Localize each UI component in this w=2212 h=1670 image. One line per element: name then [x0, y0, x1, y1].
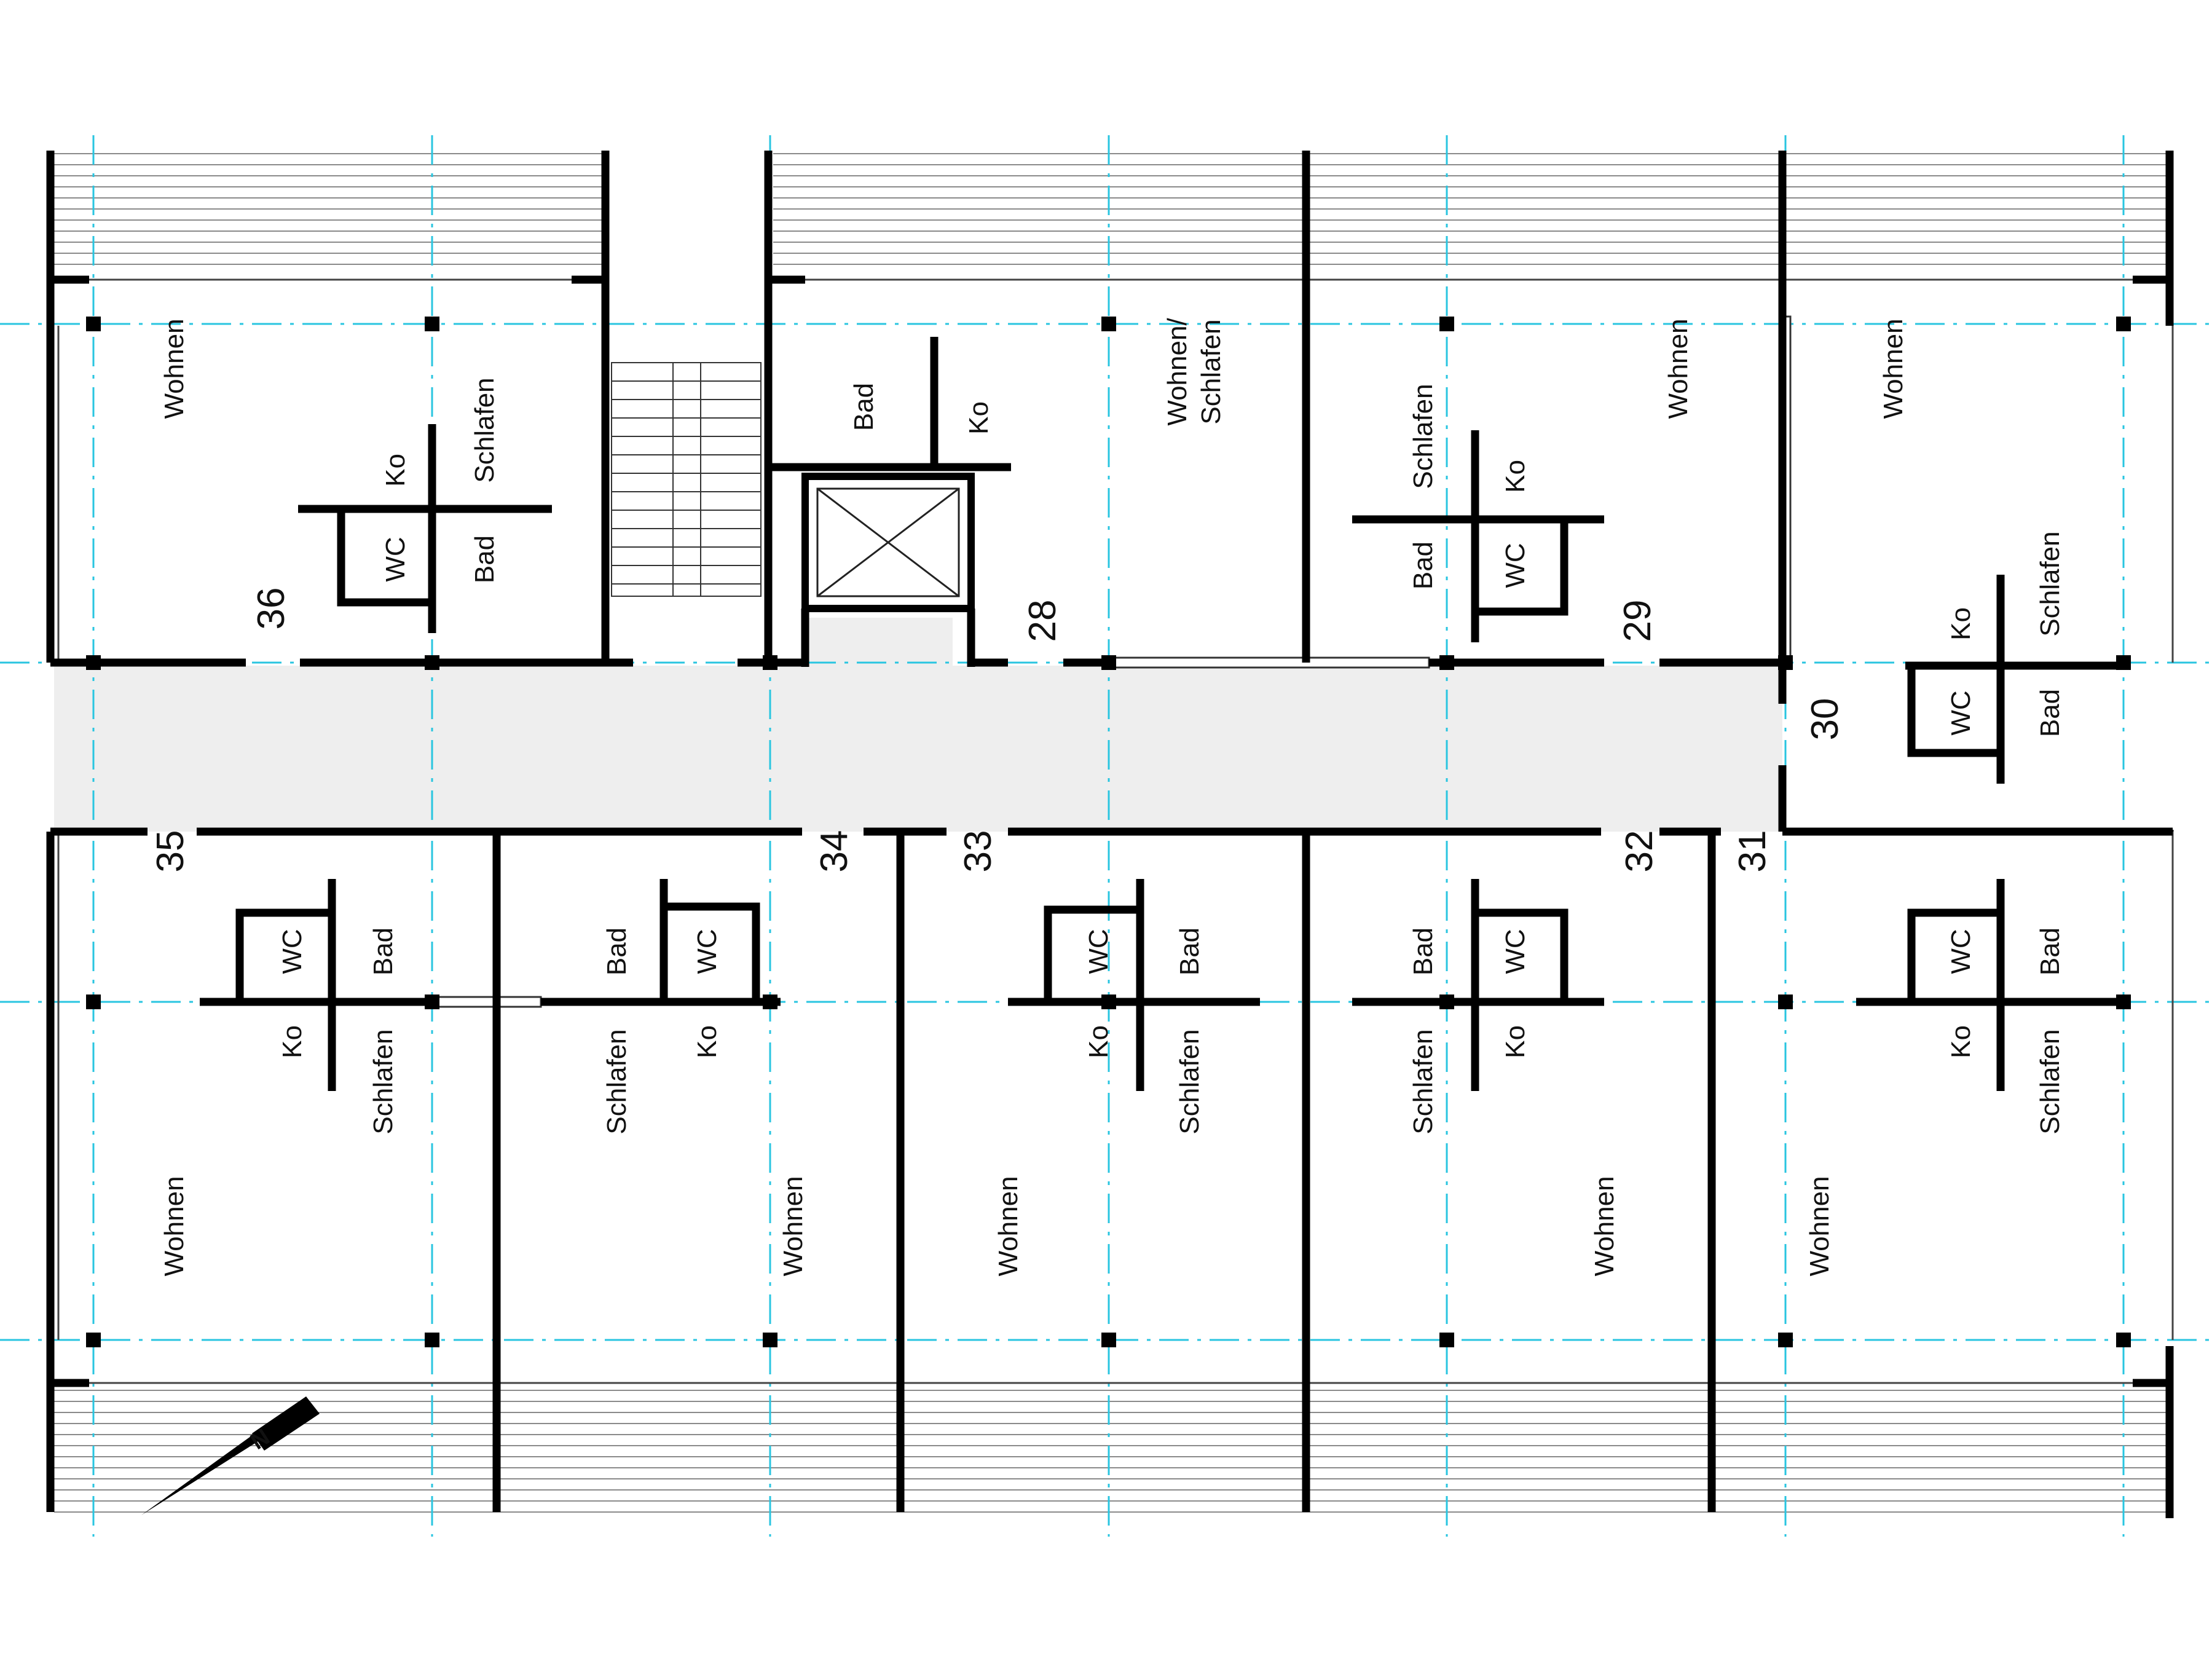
- room-label-wohnen: Wohnen: [1589, 1176, 1620, 1276]
- corridor: [54, 666, 1782, 832]
- room-label-bad: Bad: [1175, 928, 1205, 975]
- elevator-shaft: [801, 473, 975, 612]
- north-arrow: N: [141, 1396, 320, 1515]
- room-label-wohnen: Wohnen: [1805, 1176, 1835, 1276]
- room-label-ko: Ko: [277, 1025, 307, 1058]
- room-label-wohnen: Wohnen: [159, 1176, 189, 1276]
- room-label-wohnen: Wohnen: [159, 318, 189, 419]
- room-label-wc: WC: [1946, 690, 1976, 735]
- room-label-ko: Ko: [1500, 1025, 1530, 1058]
- room-label-ko: Ko: [1946, 1025, 1976, 1058]
- room-label-bad: Bad: [368, 928, 398, 975]
- room-label-bad: Bad: [849, 383, 879, 431]
- apt-28-number: 28: [1021, 600, 1064, 642]
- room-label-wohnen: Wohnen: [778, 1176, 808, 1276]
- apt-30-number: 30: [1804, 698, 1846, 741]
- room-label-bad: Bad: [602, 928, 632, 975]
- room-label-bad: Bad: [470, 535, 500, 583]
- room-label-schlafen: Schlafen: [1175, 1029, 1205, 1134]
- room-label-schlafen: Schlafen: [1408, 384, 1438, 489]
- room-label-bad: Bad: [1408, 542, 1438, 589]
- room-label-ko: Ko: [1946, 607, 1976, 640]
- room-label-bad: Bad: [2035, 928, 2065, 975]
- apartment-numbers: 36 28 29 30 35 34 33 32 31: [149, 588, 1846, 873]
- balconies: [54, 153, 2167, 1513]
- walls: [46, 151, 2174, 1518]
- columns: [86, 317, 2131, 1347]
- room-label-ko: Ko: [1500, 460, 1530, 493]
- room-label-wc: WC: [1946, 929, 1976, 974]
- apt-31-number: 31: [1731, 830, 1774, 873]
- room-label-wohnen: Wohnen: [1663, 318, 1693, 419]
- room-label-wc: WC: [1500, 543, 1530, 588]
- room-label-schlafen: Schlafen: [602, 1029, 632, 1134]
- room-label-wc: WC: [692, 929, 722, 974]
- room-label-wc: WC: [1500, 929, 1530, 974]
- room-label-schlafen: Schlafen: [1408, 1029, 1438, 1134]
- apt-36-number: 36: [250, 588, 293, 630]
- room-label-ko: Ko: [692, 1025, 722, 1058]
- room-label-ko: Ko: [964, 401, 994, 435]
- room-label-ko: Ko: [380, 454, 411, 487]
- room-label-bad: Bad: [2035, 689, 2065, 737]
- facade-lines: [54, 278, 2174, 1384]
- apt-35-number: 35: [149, 830, 192, 873]
- room-label-wohnen-schlafen-line1: Wohnen/: [1162, 318, 1192, 426]
- room-label-wohnen: Wohnen: [1878, 318, 1908, 419]
- apt-33-number: 33: [957, 830, 999, 873]
- apt-32-number: 32: [1618, 830, 1661, 873]
- room-label-wc: WC: [277, 929, 307, 974]
- room-labels: Wohnen Schlafen Ko WC Bad Bad Ko Wohnen/…: [159, 318, 2065, 1277]
- room-label-schlafen: Schlafen: [368, 1029, 398, 1134]
- elevator-lobby: [805, 618, 953, 667]
- room-label-bad: Bad: [1408, 928, 1438, 975]
- room-label-schlafen: Schlafen: [470, 377, 500, 482]
- room-label-wohnen-schlafen-line2: Schlafen: [1196, 319, 1226, 424]
- apt-34-number: 34: [813, 830, 856, 873]
- room-label-wc: WC: [380, 537, 411, 581]
- staircase: [611, 362, 762, 597]
- room-label-schlafen: Schlafen: [2035, 531, 2065, 636]
- room-label-wc: WC: [1084, 929, 1114, 974]
- room-label-wohnen: Wohnen: [993, 1176, 1023, 1276]
- room-label-schlafen: Schlafen: [2035, 1029, 2065, 1134]
- apt-29-number: 29: [1616, 600, 1659, 642]
- room-label-ko: Ko: [1084, 1025, 1114, 1058]
